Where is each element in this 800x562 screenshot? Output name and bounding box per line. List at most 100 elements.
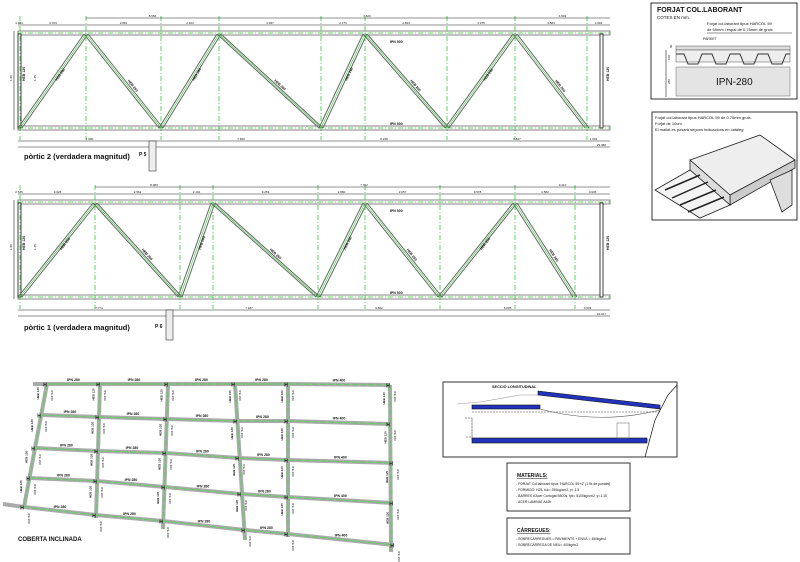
- roof-beam-axis: [29, 477, 98, 482]
- purlin-label: HEB 120: [91, 421, 95, 434]
- diagonal-member: [319, 202, 368, 298]
- column-label: IPE 200: [248, 536, 252, 547]
- diagonal-axis: [446, 33, 516, 129]
- purlin-label: HEB 120: [280, 390, 284, 403]
- diagonal-member: [162, 33, 222, 129]
- purlin-label: HEB 120: [160, 389, 164, 402]
- dimension-label: 3.026: [54, 190, 62, 194]
- diagonal-member: [512, 33, 586, 129]
- diagonal-label: HEB 260: [269, 248, 282, 260]
- diagonal-member: [448, 33, 518, 129]
- dimension-label: 3.384: [15, 21, 23, 25]
- roof-beam-label: IPN 280: [198, 520, 211, 524]
- purlin-label: HEB 120: [228, 390, 232, 403]
- roof-beam-axis: [34, 447, 99, 452]
- column-label: IPE 200: [33, 484, 37, 495]
- dimension-label: 2.171: [339, 21, 347, 25]
- column-label: IPE 200: [291, 390, 295, 401]
- roof-beam-label: IPN 400: [333, 379, 346, 383]
- column-label: IPE 200: [99, 521, 103, 532]
- roof-beam-axis: [98, 416, 168, 420]
- column-marker: H: [93, 480, 97, 486]
- height-dimension: 1.80: [9, 75, 13, 81]
- column-marker: H: [92, 514, 96, 520]
- height-dimension: 1.45: [33, 244, 37, 250]
- column-marker: H: [386, 423, 390, 429]
- column-label: IPE 200: [170, 425, 174, 436]
- diagonal-axis: [320, 33, 366, 129]
- diagonal-label: HEB 260: [344, 67, 354, 82]
- dimension-label: 7.600: [237, 137, 245, 141]
- purlin-label: HEB 120: [386, 511, 390, 524]
- dimension-label: 3.210: [559, 183, 567, 187]
- diagonal-member: [158, 33, 218, 129]
- roof-beam-axis: [164, 486, 242, 495]
- end-post-left: [17, 202, 22, 298]
- diagonal-member: [516, 202, 578, 298]
- parket-label: PARKET: [703, 37, 718, 41]
- diagonal-label: HEB 260: [55, 68, 66, 82]
- roof-beam-label: IPN 400: [333, 417, 346, 421]
- roof-beam-label: IPN 280: [54, 505, 67, 509]
- dimension-label: 7.187: [245, 306, 253, 310]
- dimension-label: 8.566: [149, 14, 157, 18]
- end-post-label: HEB 120: [606, 67, 610, 81]
- dim-c: 280: [667, 79, 671, 84]
- diagonal-label: HEB 260: [198, 236, 206, 251]
- column-marker: H: [37, 414, 41, 420]
- diagonal-label: HEB 260: [191, 67, 202, 81]
- dimension-label: 1.004: [595, 21, 603, 25]
- diagonal-member: [21, 33, 89, 129]
- end-post-label: HEB 120: [606, 236, 610, 250]
- roof-beam-axis: [244, 529, 289, 535]
- diagonal-member: [315, 202, 364, 298]
- diagonal-member: [366, 33, 450, 129]
- roof-purlin-axis: [389, 384, 392, 553]
- diagonal-axis: [212, 202, 319, 298]
- iso-note-1: Forjat col.laborant tipus HARCOL 59 de 0…: [655, 115, 752, 120]
- roof-beam-label: IPN 280: [256, 415, 269, 419]
- roof-beam-label: IPN 400: [334, 456, 347, 460]
- roof-beam-axis: [165, 452, 240, 459]
- column-label: IPE 200: [101, 457, 105, 468]
- forjat-subtitle: COTES EN mm.: [657, 15, 690, 20]
- diagonal-axis: [218, 33, 322, 129]
- purlin-label: HEB 120: [159, 423, 163, 436]
- dimension-label: 2.575: [15, 190, 23, 194]
- dimension-label: 3.037: [266, 21, 274, 25]
- materials-box: MATERIALS: - FORJAT Col.laborant tipus "…: [506, 462, 631, 512]
- dimension-label: 8.083: [150, 183, 158, 187]
- end-post-right: [599, 33, 604, 129]
- diagonal-axis: [94, 202, 181, 298]
- column-marker: H: [95, 416, 99, 422]
- diagonal-axis: [364, 33, 448, 129]
- roof-beam: [2, 502, 25, 509]
- roof-beam-label: IPN 280: [196, 450, 209, 454]
- materials-item: - FORMIGÓ: H25, fck= 250kg/cm2, γ= 1.5: [516, 487, 579, 492]
- column-label: IPE 200: [291, 427, 295, 438]
- diagonal-axis: [514, 202, 576, 298]
- diagonal-label: HEB 260: [343, 236, 353, 251]
- dimension-label: 6.005: [504, 306, 512, 310]
- dimension-label: 2.880: [338, 190, 346, 194]
- bottom-chord-label: IPN 500: [390, 122, 403, 126]
- purlin-label: HEB 120: [230, 427, 234, 440]
- roof-beam-axis: [238, 457, 289, 461]
- end-post-right: [599, 202, 604, 298]
- purlin-label: HEB 120: [36, 387, 40, 400]
- column-marker: H: [389, 502, 393, 508]
- column-label: IPE 200: [396, 469, 400, 480]
- column-label: IPE 200: [50, 390, 54, 401]
- diagonal-member: [17, 202, 94, 298]
- height-dimension: 1.45: [33, 75, 37, 81]
- dimension-label: 3.375: [477, 21, 485, 25]
- column-label: IPE 200: [397, 551, 401, 562]
- column-marker: H: [31, 447, 35, 453]
- column-marker: H: [284, 533, 288, 539]
- purlin-label: HEB 120: [280, 503, 284, 516]
- column-marker: H: [235, 457, 239, 463]
- section-title: SECCIÓ LONGITUDINAL: [492, 384, 537, 389]
